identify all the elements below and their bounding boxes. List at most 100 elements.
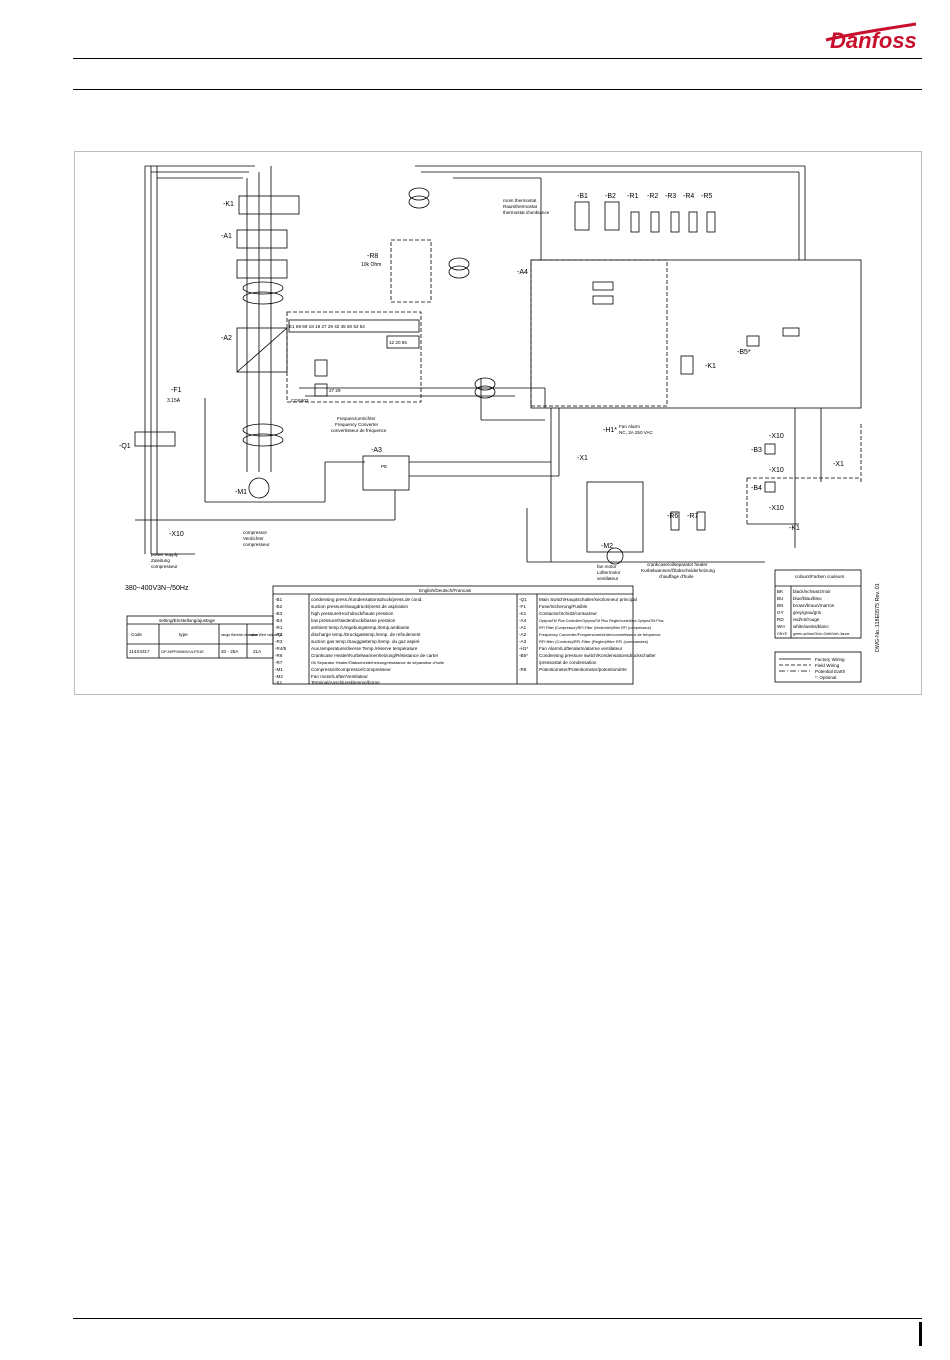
freq-converter-2: Frequency Converter [335,422,379,427]
room-thermostat-3: thermostat d'ambiance [503,210,550,215]
label-a3: -A3 [371,447,382,454]
setting-header-value: value Wert valeur Q1 [249,633,283,637]
supply-label-3: compresseur [151,564,178,569]
legend-title: English/Deutsch/Francais [419,588,472,593]
colour-1-code: BU [777,596,783,601]
setting-row-type: OP-MPFM065VVLP01E [161,649,204,654]
legend-right-9-text: /pressostat de condensation [539,660,597,665]
legend-left-1-code: -B2 [275,604,283,609]
legend-right-3-text: OptymaTM Plus Controller/OptymaTM Plus R… [539,619,664,623]
legend-right-7-code: -H1* [519,646,528,651]
footer-rule [73,1318,922,1319]
label-r7: -R7 [687,513,698,520]
legend-left-4-code: -R1 [275,625,283,630]
colour-4-text: red/rot/rouge [793,617,820,622]
setting-header-type: type [179,632,188,637]
colour-5-code: WH [777,624,785,629]
wiring-diagram-frame: -K1 -A1 -A2 -F1 3.15A -Q1 -M1 -R8 10k Oh… [74,151,922,695]
legend-left-2-code: -B3 [275,611,283,616]
legend-left-3-text: low pressure/Niederdruck/basse pression [311,618,396,623]
colour-3-text: grey/grau/gris [793,610,822,615]
legend-right-10-text: Potentiometer/Potentiometer/potentiomètr… [539,667,627,672]
label-b1: -B1 [577,193,588,200]
crankcase-1: crankcase/oilseparator heater [647,562,708,567]
legend-right-8-text: Condensing pressure switch/Kondensations… [539,653,656,658]
label-a4: -A4 [517,269,528,276]
legend-left-2-text: high pressure/Hochdruck/haute pression [311,611,394,616]
legend-right-5-text: Frequency Converter/Frequenzumrichter/co… [539,632,661,637]
colour-6-code: GNYE [777,632,788,636]
label-f1-rating: 3.15A [167,398,181,404]
header-rule-top [73,58,922,59]
legend-right-6-text: RFI filter (Controls)/RFI-Filter (Regler… [539,639,649,644]
freq-converter-3: convertisseur de fréquence [331,428,387,433]
legend-left-5-text: discharge temp./Druckgastemp./temp. de r… [311,632,421,637]
legend-right-1-code: -F1 [519,604,526,609]
colour-0-code: BK [777,589,784,594]
legend-left-7-text: Aux.temperature/diverse Temp./réserve te… [311,646,418,651]
colour-1-text: blue/blau/bleu [793,596,822,601]
label-m2: -M2 [601,543,613,550]
label-k1a: -K1 [705,363,716,370]
legend-left-6-text: suction gas temp./Sauggastemp./temp. du … [311,639,420,644]
label-x10b: -X10 [769,467,784,474]
label-r8: -R8 [367,253,378,260]
drawing-number: DWG-No.:118E0575 Rev.:01 [875,583,881,652]
legend-left-1-text: suction pressure/Saugdruck/press.de aspi… [311,604,408,609]
legend-left-11-text: Fan motor/Lüfter/Ventilateur [311,674,368,679]
compressor-3: compresseur [243,542,270,547]
legend-left-9-text: Oil Separator Heater/Ölabscheiderheizung… [311,660,445,665]
label-m1: -M1 [235,489,247,496]
label-x10c: -X10 [769,505,784,512]
colour-3-code: GY [777,610,784,615]
label-b2: -B2 [605,193,616,200]
colour-2-text: brown/braun/marron [793,603,835,608]
legend-right-10-code: -R8 [519,667,527,672]
label-f1: -F1 [171,387,182,394]
freq-converter-1: Frequenzumrichter [337,416,376,421]
colour-0-text: black/schwarz/noir [793,589,831,594]
wiring-optional: *: Optional [815,675,836,680]
label-b3: -B3 [751,447,762,454]
legend-left-5-code: -R2 [275,632,283,637]
legend-left-12-text: Terminal/Anschlussklemme/borne [311,680,380,685]
label-r2: -R2 [647,193,658,200]
legend-left-7-code: -R4/5 [275,646,287,651]
colour-4-code: RD [777,617,784,622]
compressor-2: Verdichter [243,536,264,541]
label-a2: -A2 [221,335,232,342]
setting-row-code: 114X4317 [129,649,150,654]
fan-motor-2: Lüftermotor [597,570,621,575]
pe-label: PE [381,464,387,469]
setting-row-range: 20 - 25A [221,649,239,654]
label-r6: -R6 [667,513,678,520]
legend-right-8-code: -B5* [519,653,528,658]
room-thermostat-1: room thermostat [503,198,537,203]
label-a1: -A1 [221,233,232,240]
colours-title: colours/Farben couleurs [795,574,845,579]
setting-header-code: Code [131,632,142,637]
terminals-27-29: 27 29 [329,388,341,393]
legend-right-0-code: -Q1 [519,597,527,602]
compressor-1: compressor [243,530,267,535]
label-r4: -R4 [683,193,694,200]
colour-5-text: white/weiss/blanc [793,624,829,629]
cds-label: CDS803 [291,398,309,403]
label-x1b: -X1 [833,461,844,468]
label-k1: -K1 [223,201,234,208]
label-b5: -B5* [737,349,751,356]
label-x1a: -X1 [577,455,588,462]
legend-left-4-text: ambient temp./Umgebungstemp./temp.ambian… [311,625,410,630]
legend-left-3-code: -B4 [275,618,283,623]
danfoss-logo: Danfoss [825,22,917,53]
setting-header-range: range Bereich domaine [221,633,258,637]
legend-right-3-code: -A4 [519,618,527,623]
logo-text: Danfoss [830,28,917,53]
legend-left-10-code: -M1 [275,667,283,672]
legend-right-4-text: RFI Filter (Compressor)/RFI-Filter (Verd… [539,626,651,630]
setting-row-value: 21A [253,649,262,654]
legend-left-10-text: Compressor/Kompressor/Compresseur [311,667,391,672]
legend-left-0-text: condensing press./Kondensationsdruck/pre… [311,597,423,602]
wiring-diagram: -K1 -A1 -A2 -F1 3.15A -Q1 -M1 -R8 10k Oh… [119,165,881,685]
fan-motor-3: ventilateur [597,576,619,581]
